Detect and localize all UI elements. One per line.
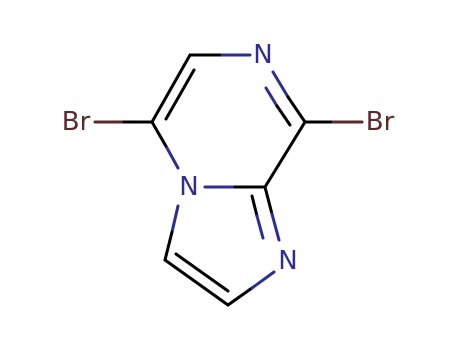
atom-br8-label: Br: [366, 107, 395, 137]
atom-br5-label: Br: [62, 107, 91, 137]
atom-n7-label: N: [253, 40, 272, 70]
atom-n4-label: N: [179, 172, 198, 202]
bond-c5-n4: [150, 120, 180, 170]
bonds: [93, 53, 364, 307]
bond-c2-n1: [226, 270, 276, 307]
bond-c2-c3-double: [163, 252, 230, 307]
bond-c5-c6-double: [150, 53, 196, 124]
bond-c8a-n1-double: [250, 185, 281, 242]
bond-n7-c8-double: [264, 70, 307, 127]
atom-labels: N N N Br Br: [62, 40, 395, 276]
bond-c8a-c8: [263, 120, 307, 189]
bond-n4-c3: [163, 204, 180, 262]
atom-n1-label: N: [278, 246, 297, 276]
